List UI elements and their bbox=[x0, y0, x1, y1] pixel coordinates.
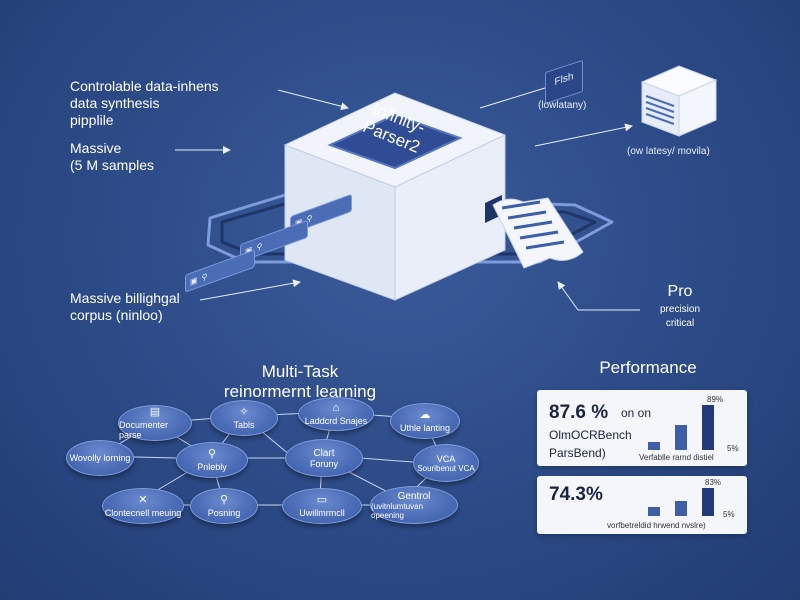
chart1-bar-1 bbox=[648, 442, 660, 450]
task-node-document-parse: ▤ Documenter parse bbox=[118, 405, 192, 441]
chip-search-icon: ⚲ bbox=[201, 271, 208, 283]
home-icon: ⌂ bbox=[332, 401, 340, 414]
server-cube-icon bbox=[640, 65, 718, 137]
samples-annotation: Massive (5 M samples bbox=[70, 140, 154, 174]
task-label: Wovolly lorning bbox=[69, 453, 131, 463]
card1-chart bbox=[641, 400, 721, 450]
task-node-pnlebly: ⚲ Pnlebly bbox=[176, 442, 248, 478]
chip-search-icon: ⚲ bbox=[256, 240, 263, 252]
task-node-layout: ⌂ Laddcrd Snajes bbox=[298, 397, 374, 431]
card1-value: 87.6 % bbox=[549, 402, 609, 423]
task-label: Clontecnell meuing bbox=[104, 507, 182, 518]
task-node-utility: ☁ Uthle lanting bbox=[390, 403, 460, 439]
card1-caption: Verfablle rarnd distiel bbox=[639, 453, 714, 462]
pro-title: Pro bbox=[667, 283, 693, 300]
task-label-2: (uvitnlumtuvan opeening bbox=[371, 501, 424, 520]
link-icon: ⚲ bbox=[207, 447, 217, 460]
search-icon: ⚲ bbox=[219, 493, 229, 506]
document-icon: ▤ bbox=[149, 405, 161, 418]
task-label-2: Souribenut VCA bbox=[417, 463, 475, 473]
pro-line-2: critical bbox=[665, 318, 695, 329]
chart1-bar-2 bbox=[675, 425, 687, 450]
task-node-tables: ✧ Tabls bbox=[210, 400, 278, 436]
chart2-bar-2 bbox=[675, 501, 687, 516]
card1-suffix: on on bbox=[621, 406, 652, 420]
card2-value: 74.3% bbox=[549, 484, 603, 505]
task-label: Laddcrd Snajes bbox=[304, 415, 368, 426]
task-node-wavy: Wovolly lorning bbox=[66, 440, 134, 476]
card1-bottom-pct: 5% bbox=[727, 444, 739, 453]
flash-tag-label: Flsh bbox=[554, 70, 574, 89]
task-label: Tabls bbox=[233, 419, 255, 430]
chart2-bar-3 bbox=[702, 488, 714, 516]
pro-line-1: precision bbox=[659, 304, 701, 315]
task-node-control-meaning: ✕ Clontecnell meuing bbox=[102, 488, 184, 524]
task-node-posning: ⚲ Posning bbox=[190, 488, 258, 524]
task-node-control: Gentrol (uvitnlumtuvan opeening bbox=[370, 486, 458, 524]
multitask-heading-line-1: Multi-Task bbox=[261, 362, 339, 381]
task-label: Pnlebly bbox=[197, 461, 227, 472]
pipeline-line-1: Controlable data-inhens bbox=[70, 78, 219, 94]
task-label: Posning bbox=[207, 507, 241, 518]
pipeline-annotation: Controlable data-inhens data synthesis p… bbox=[70, 78, 219, 129]
multitask-heading-line-2: reinormernt learning bbox=[223, 382, 377, 401]
task-label: Uthle lanting bbox=[399, 422, 451, 433]
task-label: VCA bbox=[436, 453, 456, 464]
cloud-icon: ☁ bbox=[419, 408, 431, 421]
card1-bench-2: ParsBend) bbox=[549, 446, 606, 460]
corpus-annotation: Massive billighgal corpus (ninloo) bbox=[70, 290, 180, 324]
task-label: Uwillmrmcll bbox=[299, 507, 345, 518]
parser-machine bbox=[283, 92, 507, 301]
task-node-chart: Clart Foruny bbox=[285, 439, 363, 477]
task-label: Gentrol bbox=[397, 490, 431, 502]
task-label-2: Foruny bbox=[309, 458, 338, 469]
monitor-icon: ▭ bbox=[316, 493, 328, 506]
chart2-bar-1 bbox=[648, 507, 660, 516]
card1-bench-1: OlmOCRBench bbox=[549, 428, 632, 442]
samples-line-1: Massive bbox=[70, 140, 122, 156]
performance-card-1: 87.6 % on on OlmOCRBench ParsBend) 89% 5… bbox=[537, 390, 747, 466]
card2-bottom-pct: 5% bbox=[723, 510, 735, 519]
flash-caption: (lowlatany) bbox=[538, 100, 587, 111]
task-label: Documenter parse bbox=[119, 419, 169, 440]
task-node-vca: VCA Souribenut VCA bbox=[413, 444, 479, 482]
pipeline-line-2: data synthesis bbox=[70, 95, 160, 111]
cross-icon: ✕ bbox=[138, 493, 148, 506]
performance-card-2: 74.3% 83% 5% vorfbetreldid hrwend nvslre… bbox=[537, 476, 747, 534]
chart1-bar-3 bbox=[702, 405, 714, 450]
card1-top-pct: 89% bbox=[707, 395, 724, 404]
card2-top-pct: 83% bbox=[705, 478, 722, 487]
samples-line-2: (5 M samples bbox=[70, 157, 155, 173]
pipeline-line-3: pipplile bbox=[70, 112, 114, 128]
pro-annotation: Pro precision critical bbox=[648, 283, 712, 329]
corpus-line-2: corpus (ninloo) bbox=[70, 307, 163, 323]
spark-icon: ✧ bbox=[239, 405, 249, 418]
card2-caption: vorfbetreldid hrwend nvslre) bbox=[607, 521, 706, 530]
corpus-line-1: Massive billighgal bbox=[70, 290, 180, 306]
performance-heading: Performance bbox=[599, 358, 697, 377]
chip-image-icon: ▣ bbox=[190, 274, 198, 287]
multitask-heading: Multi-Task reinormernt learning bbox=[170, 362, 430, 402]
task-label: Clart bbox=[313, 447, 335, 459]
right-cube-caption: (ow latesy/ movila) bbox=[627, 146, 710, 157]
card2-chart bbox=[641, 482, 721, 516]
document-output-icon bbox=[492, 197, 584, 269]
task-node-monitor: ▭ Uwillmrmcll bbox=[282, 488, 362, 524]
